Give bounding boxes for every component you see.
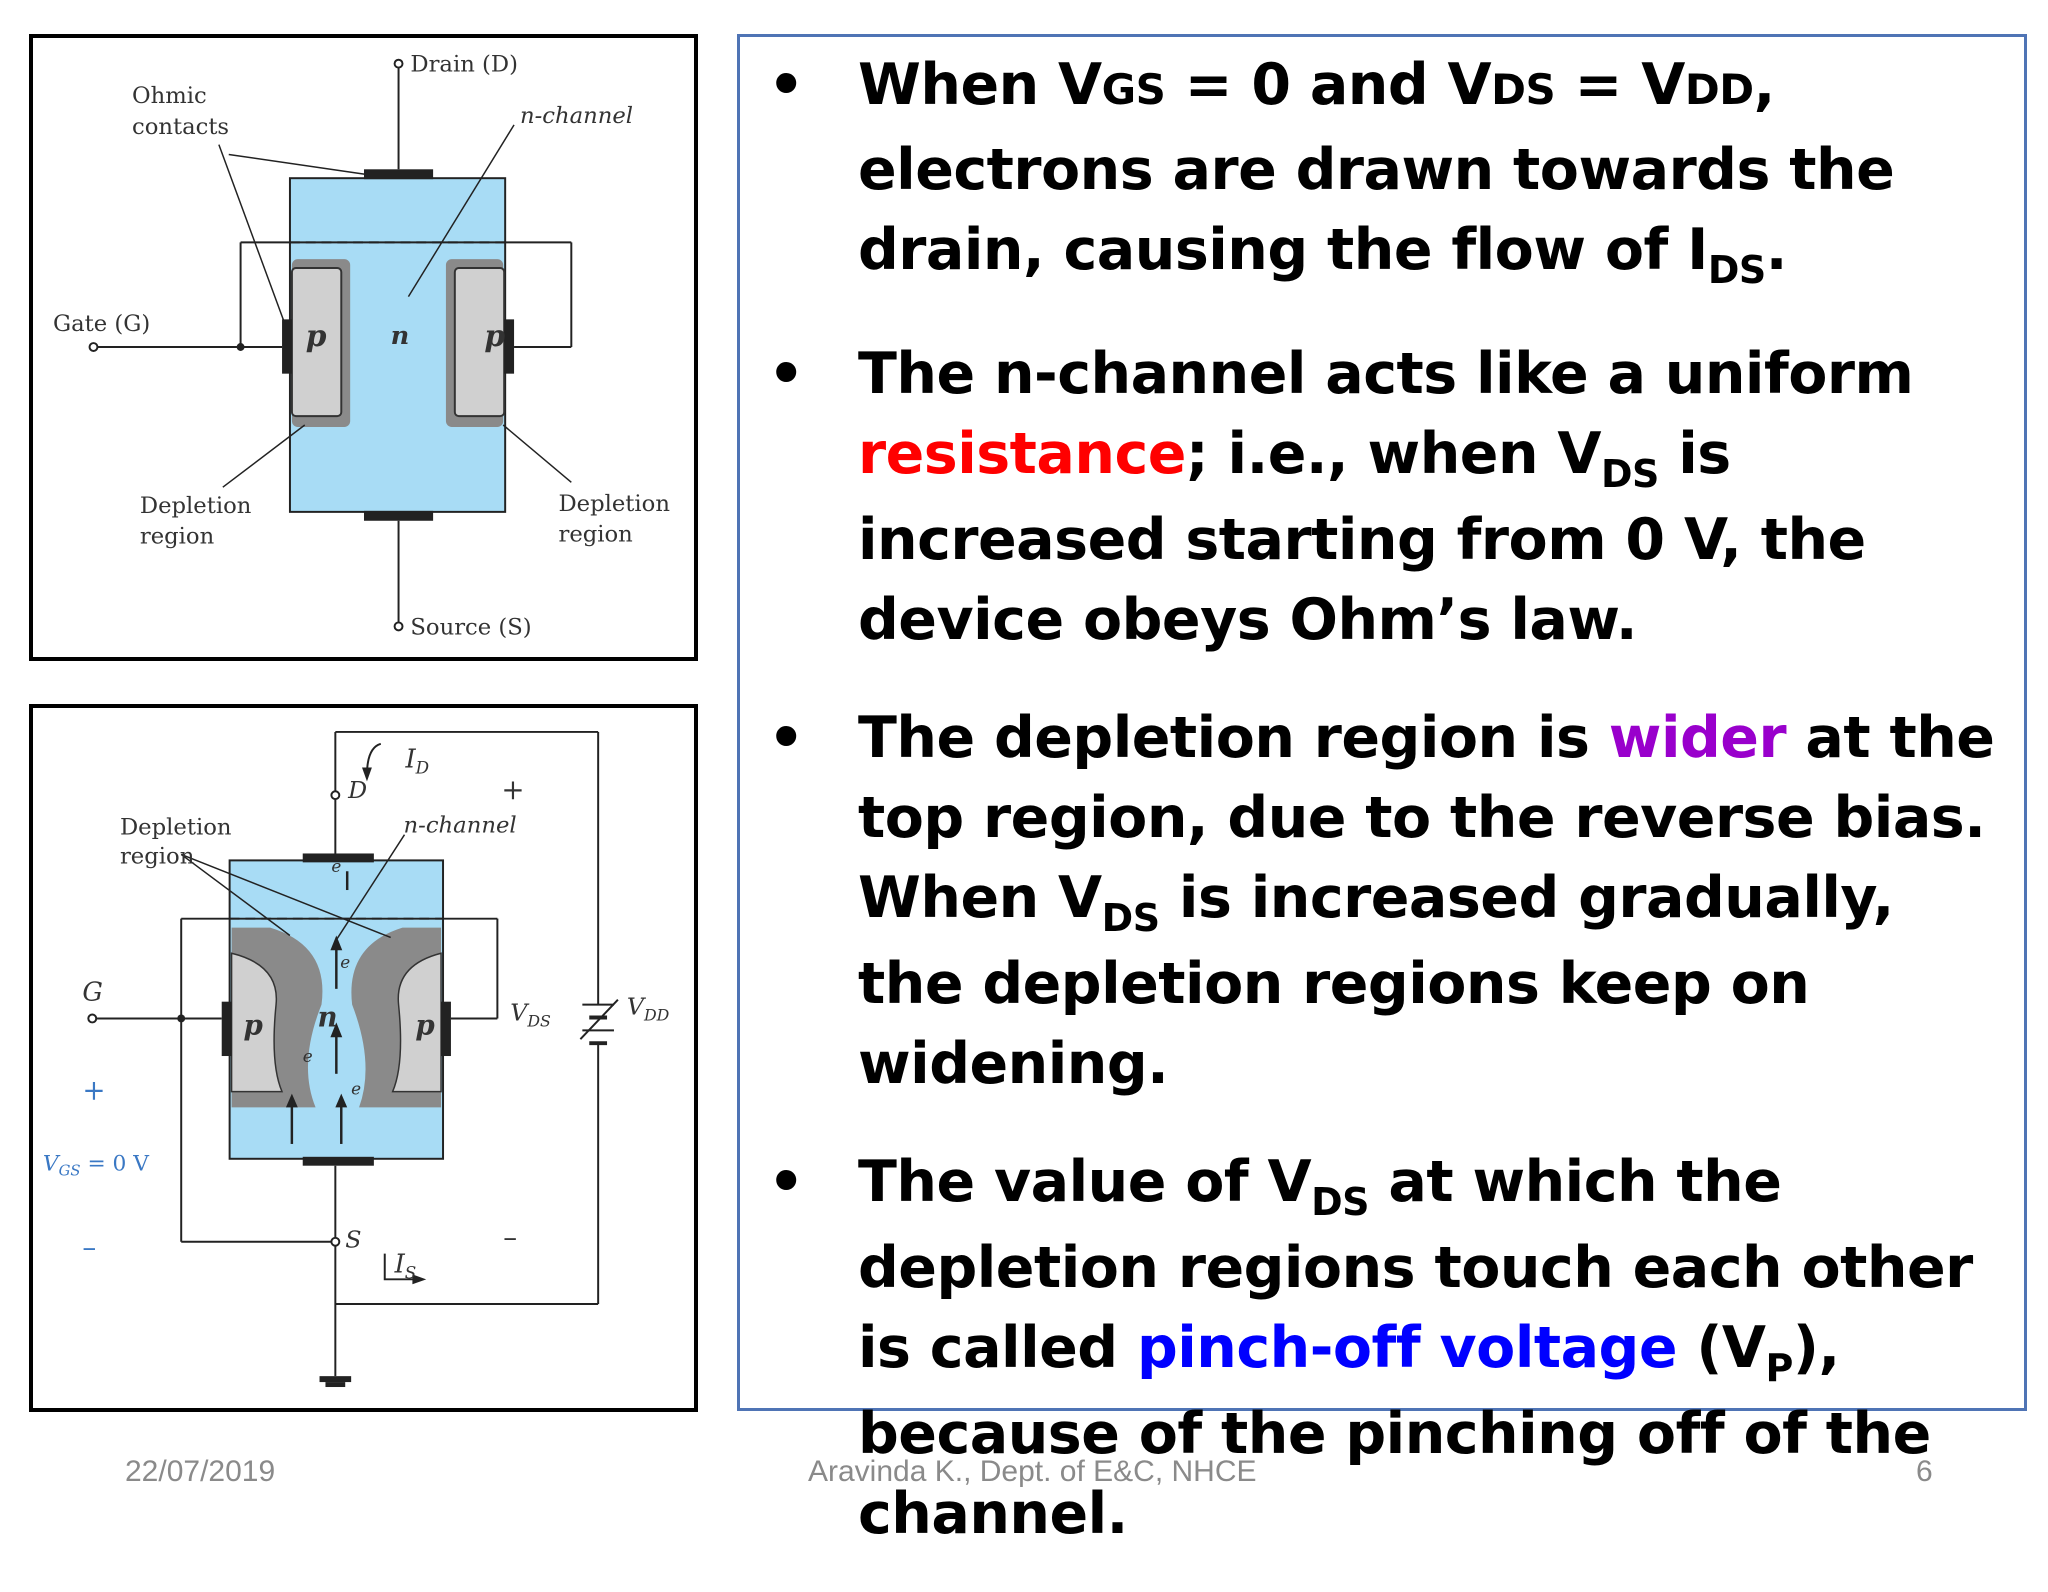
drain-current-label: ID [404,745,429,778]
bullet-pinch-off: • The value of VDS at which the depletio… [760,1142,2008,1554]
footer-date: 22/07/2019 [125,1455,276,1488]
p-region-left-label: p [306,318,327,353]
electron-label-3: e [303,1046,313,1066]
slide-number: 6 [1916,1455,1933,1488]
electron-label-1: e [331,856,341,876]
minus-left-label: – [82,1231,96,1264]
minus-right-label: – [503,1221,517,1254]
p-region-right-label: p [415,1008,434,1041]
jfet-structure-figure: Drain (D) Ohmic contacts n-channel Gate … [29,34,698,661]
plus-left-label: + [82,1073,105,1106]
highlight-wider: wider [1608,705,1787,771]
depletion-label-line1: Depletion [120,815,232,841]
depletion-left-label-line1: Depletion [140,493,251,519]
bullet-uniform-resistance: • The n-channel acts like a uniform resi… [760,334,2008,660]
vgs-label: VGS = 0 V [43,1152,149,1180]
depletion-left-label-line2: region [140,523,214,549]
bullet-marker: • [768,1149,804,1215]
bullet-depletion-wider: • The depletion region is wider at the t… [760,698,2008,1104]
bullet-marker: • [768,52,804,118]
vdd-label: VDD [627,993,670,1025]
highlight-resistance: resistance [858,421,1186,487]
drain-label: Drain (D) [410,52,518,78]
jfet-structure-diagram: Drain (D) Ohmic contacts n-channel Gate … [53,52,670,641]
ohmic-label-line1: Ohmic [132,83,207,109]
n-region-label: n [318,1000,338,1033]
explanation-panel: • When VGS = 0 and VDS = VDD, electrons … [737,34,2027,1547]
gate-label: Gate (G) [53,311,150,337]
drain-terminal-label: D [347,776,367,804]
electron-label-2: e [340,952,350,972]
source-label: Source (S) [410,614,531,640]
plus-top-label: + [501,773,524,806]
vds-label: VDS [510,998,551,1030]
bullet-list: • When VGS = 0 and VDS = VDD, electrons … [760,45,2008,1592]
depletion-label-line2: region [120,843,194,869]
footer-author: Aravinda K., Dept. of E&C, NHCE [808,1455,1257,1488]
jfet-circuit-figure: ID D + Depletion region n-channel G p n … [29,704,698,1412]
highlight-pinch-off: pinch-off voltage [1136,1315,1678,1381]
source-current-label: IS [394,1249,417,1282]
gate-terminal-label: G [82,978,103,1008]
source-terminal-label: S [345,1226,361,1254]
p-region-right-label: p [484,318,505,353]
bullet-electron-flow: • When VGS = 0 and VDS = VDD, electrons … [760,45,2008,296]
ohmic-label-line2: contacts [132,114,229,140]
p-region-left-label: p [243,1008,262,1041]
n-channel-label: n-channel [520,103,633,129]
bullet-marker: • [768,705,804,771]
electron-label-4: e [351,1079,361,1099]
jfet-circuit-diagram: ID D + Depletion region n-channel G p n … [43,730,670,1388]
n-channel-label: n-channel [404,813,517,839]
bullet-marker: • [768,341,804,407]
depletion-right-label-line2: region [558,521,632,547]
n-region-label: n [391,321,410,351]
depletion-right-label-line1: Depletion [558,491,669,517]
